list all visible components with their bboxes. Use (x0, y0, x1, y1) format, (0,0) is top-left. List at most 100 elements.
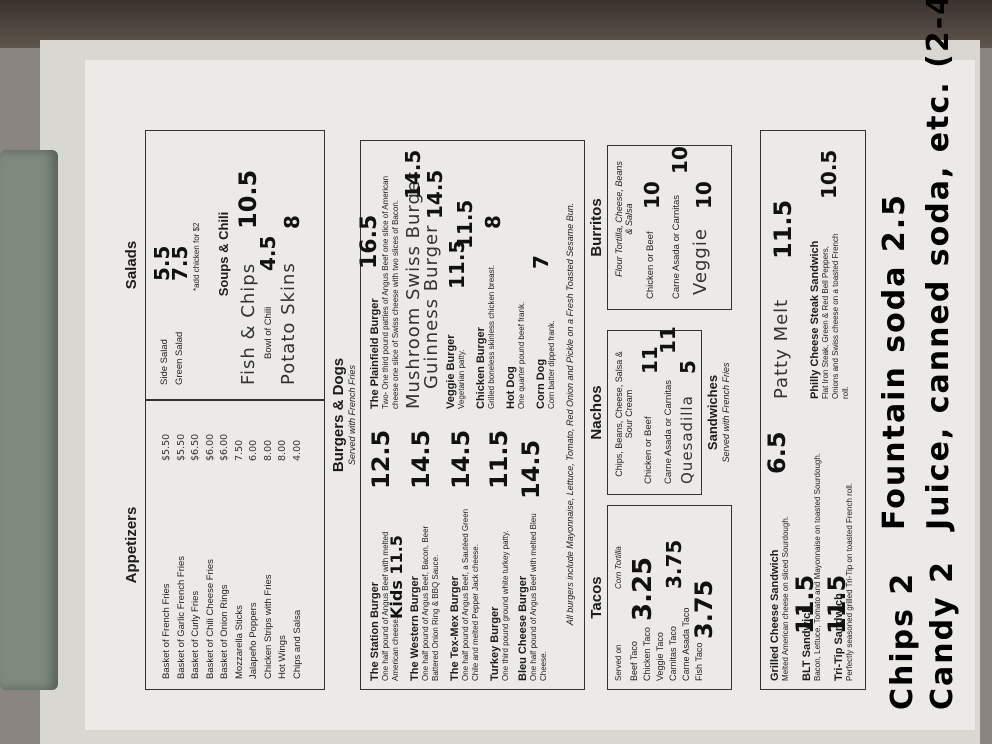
item-desc: One half pound of Angus Beef, a Sautéed … (461, 508, 480, 681)
handwritten-kids-price: Kids 11.5 (387, 535, 406, 619)
list-item: Basket of Chili Cheese Fries (204, 559, 216, 679)
item-name: The Station Burger (369, 581, 381, 681)
list-item: Basket of French Fries (161, 583, 172, 679)
handwritten-price: 11.5 (791, 574, 819, 634)
handwritten-price: 10 (692, 181, 716, 209)
list-item: Mozzarella Sticks (233, 605, 245, 679)
list-item: Basket of Onion Rings (219, 584, 230, 679)
item-name: Tri-Tip Sandwich (833, 593, 845, 681)
item-desc: One quarter pound beef frank. (517, 301, 526, 409)
item-desc: Bacon, Lettuce, Tomato and Mayonnaise on… (813, 452, 822, 681)
appetizers-box: Basket of French Fries Basket of Garlic … (145, 400, 325, 690)
list-item: Green Salad (174, 331, 185, 385)
item-desc: Grilled boneless skinless chicken breast… (487, 264, 496, 409)
burgers-footer: All burgers include Mayonnaise, Lettuce,… (565, 202, 575, 626)
handwritten-price: 11.5 (769, 199, 797, 259)
item-name: Chicken Burger (475, 327, 487, 409)
price: 7.50 (233, 439, 245, 461)
burgers-box: The Station Burger One half pound of Angu… (357, 140, 585, 690)
item-name: Philly Cheese Steak Sandwich (809, 240, 821, 399)
handwritten-item: Quesadilla (678, 395, 696, 484)
tacos-title: Tacos (588, 576, 605, 619)
handwritten-item: Patty Melt (771, 298, 792, 399)
handwritten-price: 3.25 (628, 556, 658, 621)
list-item: Carne Asada or Carnitas (663, 379, 674, 484)
item-name: Bleu Cheese Burger (517, 575, 529, 681)
tortilla: Corn Tortilla (614, 546, 623, 589)
item-name: BLT Sandwich (801, 606, 813, 681)
item-name: Turkey Burger (489, 606, 501, 681)
handwritten-price: 4.5 (256, 235, 280, 271)
appetizer-list: Basket of French Fries Basket of Garlic … (160, 556, 305, 679)
handwritten-price: 10 (668, 146, 692, 174)
sandwiches-subtitle: Served with French Fries (721, 362, 731, 463)
nachos-desc: Chips, Beans, Cheese, Salsa & Sour Cream (614, 351, 634, 477)
list-item: Basket of Curly Fries (190, 590, 201, 679)
burgers-right: The Plainfield Burger Two- One third pou… (369, 149, 401, 409)
list-item: Chicken Strips with Fries (262, 574, 274, 679)
price: 4.00 (291, 439, 303, 461)
item-name: The Western Burger (409, 576, 421, 681)
list-item: Chips and Salsa (291, 609, 303, 679)
handwritten-chips: Chips 2 (885, 571, 920, 710)
handwritten-juice: Juice, canned soda, etc. (2-4.25) (921, 0, 956, 530)
handwritten-price: 11.5 (485, 429, 513, 489)
appetizer-prices: $5.50 $5.50 $6.50 $6.00 $6.00 7.50 6.00 … (160, 434, 305, 461)
handwritten-price: 16.5 (357, 214, 382, 269)
burritos-title: Burritos (588, 198, 605, 257)
price: $6.00 (219, 433, 230, 461)
handwritten-price: 12.5 (367, 429, 395, 489)
handwritten-price: 11 (656, 326, 680, 354)
handwritten-price: 7.5 (168, 245, 192, 281)
item-desc: One half pound of Angus Beef with melted… (529, 513, 548, 681)
list-item: Chicken or Beef (643, 416, 654, 484)
list-item: Jalapeño Poppers (248, 602, 259, 679)
price: $6.50 (190, 433, 201, 461)
handwritten-price: 8 (481, 215, 505, 229)
price: 6.00 (248, 439, 259, 461)
price: $5.50 (161, 433, 172, 461)
item-name: The Plainfield Burger (369, 298, 381, 409)
handwritten-price: 5 (676, 360, 700, 374)
burgers-title: Burgers & Dogs (330, 357, 347, 473)
handwritten-price: 7 (529, 255, 553, 269)
appetizers-title: Appetizers (123, 506, 140, 584)
item-name: Grilled Cheese Sandwich (769, 549, 781, 681)
item-desc: One third pound ground white turkey patt… (501, 530, 510, 681)
handwritten-item: Fish & Chips (238, 262, 259, 385)
handwritten-price: 11.5 (823, 574, 851, 634)
salads-box: Side Salad Green Salad 5.5 7.5 *add chic… (145, 130, 325, 400)
nachos-title: Nachos (588, 385, 605, 440)
item-desc: Flat Iron Steak, Green & Red Bell Pepper… (821, 233, 850, 399)
handwritten-item: Veggie (690, 228, 711, 295)
handwritten-candy: Candy 2 (925, 560, 960, 710)
handwritten-item: Guinness Burger (421, 224, 442, 389)
item-desc: Melted American cheese on sliced Sourdou… (781, 516, 790, 681)
item-desc: Perfectly seasoned grilled Tri-Tip on to… (845, 482, 854, 681)
item-name: Hot Dog (505, 366, 517, 409)
list-item: Bowl of Chili (263, 306, 274, 359)
salads-title: Salads (123, 240, 140, 290)
nachos-box: Chips, Beans, Cheese, Salsa & Sour Cream… (607, 326, 702, 495)
tacos-box: Served on Corn Tortilla Beef Taco Chicke… (607, 505, 732, 690)
binder-clip (0, 150, 58, 690)
burgers-subtitle: Served with French Fries (347, 364, 357, 466)
soups-title: Soups & Chili (216, 211, 231, 297)
philly: Philly Cheese Steak Sandwich Flat Iron S… (809, 219, 851, 399)
price: 8.00 (262, 439, 274, 461)
handwritten-price: 8 (280, 215, 304, 229)
burritos-box: Flour Tortilla, Cheese, Beans & Salsa Ch… (607, 145, 732, 310)
list-item: Carnitas Taco (668, 626, 678, 681)
list-item: Carne Asada or Carnitas (671, 194, 682, 299)
served-on: Served on (614, 644, 623, 681)
list-item: Chicken or Beef (645, 231, 656, 299)
handwritten-price: 6.5 (763, 431, 791, 474)
list-item: Side Salad (159, 339, 170, 385)
list-item: Hot Wings (277, 635, 288, 679)
handwritten-item: Potato Skins (278, 262, 299, 385)
handwritten-price: 10 (640, 181, 664, 209)
item-desc: One half pound of Angus Beef, Bacon, Bee… (421, 525, 440, 681)
menu-paper: Appetizers Basket of French Fries Basket… (85, 0, 975, 730)
